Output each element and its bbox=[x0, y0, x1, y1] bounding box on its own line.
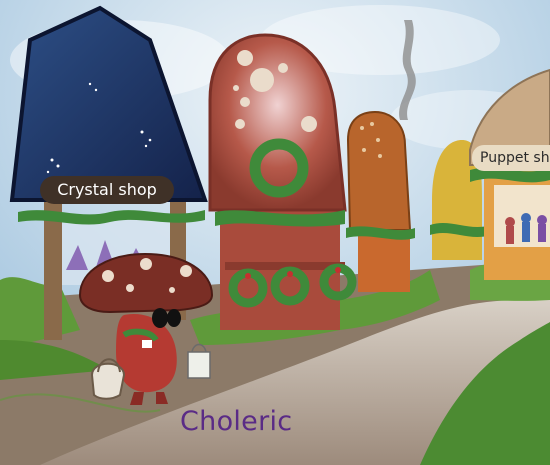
smoke-icon bbox=[399, 20, 416, 120]
character-choleric[interactable] bbox=[78, 252, 214, 405]
yellow-house[interactable] bbox=[430, 140, 490, 260]
wreath-icon bbox=[249, 138, 309, 198]
crystal-shop-sign: Crystal shop bbox=[40, 176, 174, 204]
grass-right bbox=[420, 322, 550, 465]
chimney-tower[interactable] bbox=[346, 110, 415, 292]
character-cap bbox=[78, 252, 214, 314]
mushroom-house[interactable] bbox=[208, 33, 357, 330]
character-name-label: Choleric bbox=[180, 406, 293, 437]
shopping-bag-icon bbox=[187, 343, 211, 379]
mushroom-house-cap bbox=[208, 33, 347, 212]
basket-icon bbox=[90, 358, 126, 400]
puppet-shop-sign: Puppet sh bbox=[472, 145, 550, 171]
dirt-path bbox=[40, 300, 550, 465]
puppet-shop-roof bbox=[469, 68, 550, 166]
puppet-shop[interactable] bbox=[469, 68, 550, 280]
